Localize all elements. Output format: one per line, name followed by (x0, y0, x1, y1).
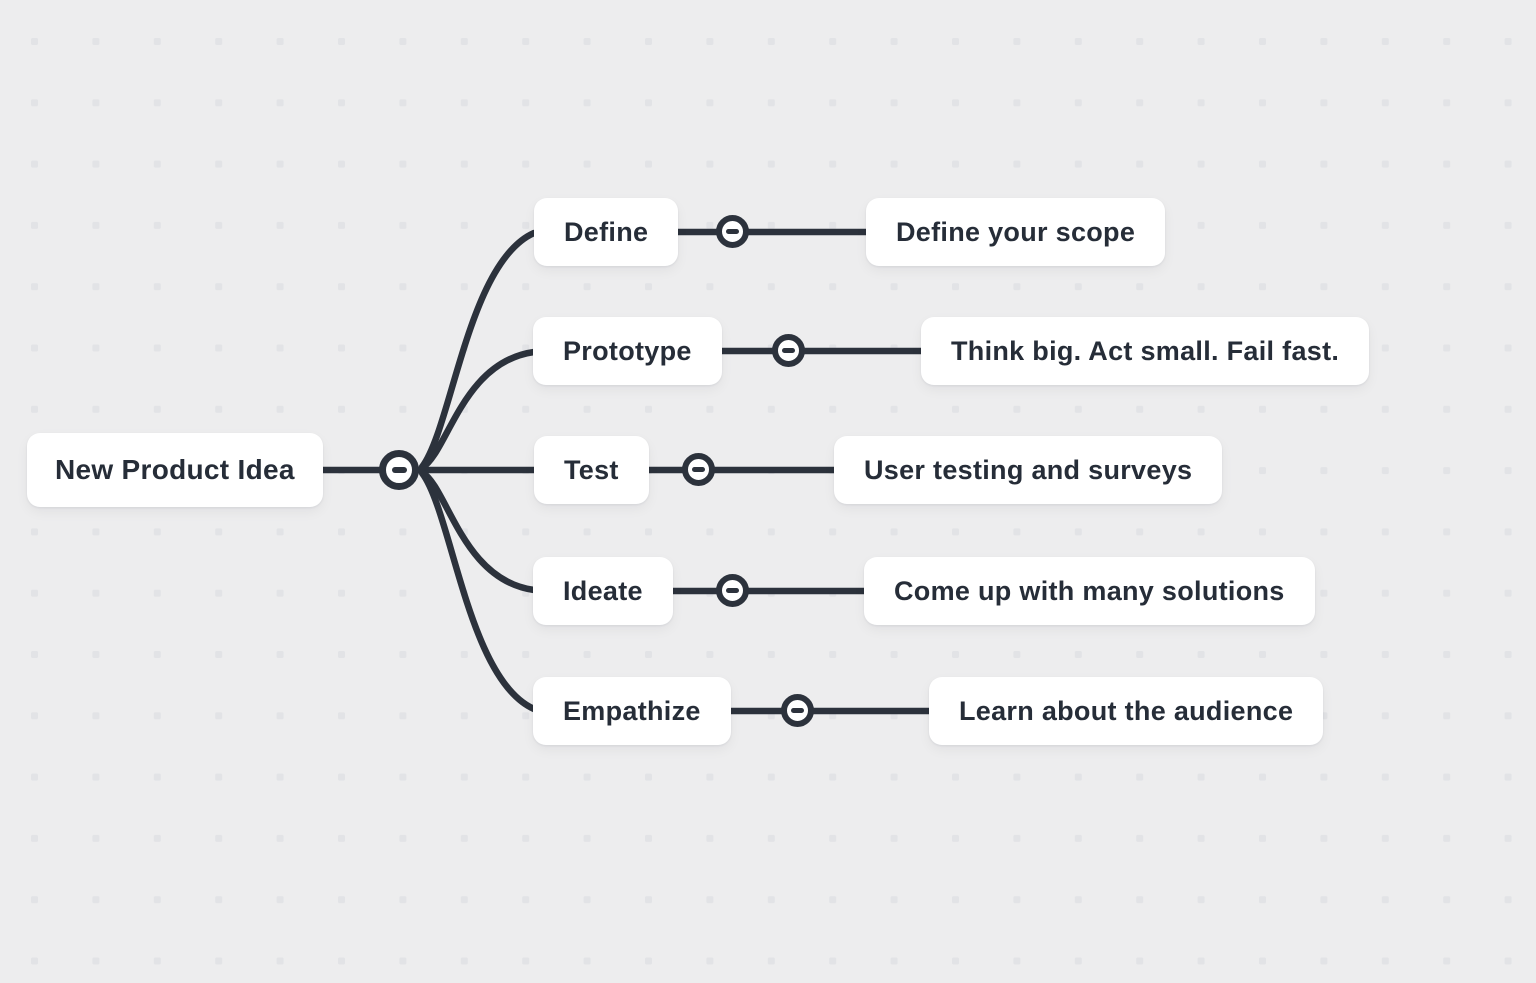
node-test[interactable]: Test (534, 436, 649, 504)
minus-icon (791, 708, 804, 713)
node-ideate[interactable]: Ideate (533, 557, 673, 625)
collapse-toggle-root[interactable] (379, 450, 419, 490)
collapse-toggle-prototype[interactable] (772, 334, 805, 367)
edge-root-to-define (418, 229, 538, 471)
node-ideate-note[interactable]: Come up with many solutions (864, 557, 1315, 625)
edge-root-to-empathize (418, 469, 538, 713)
node-prototype[interactable]: Prototype (533, 317, 722, 385)
node-root[interactable]: New Product Idea (27, 433, 323, 507)
minus-icon (692, 467, 705, 472)
node-empathize[interactable]: Empathize (533, 677, 731, 745)
minus-icon (726, 229, 739, 234)
minus-icon (726, 588, 739, 593)
collapse-toggle-define[interactable] (716, 215, 749, 248)
node-test-label: Test (564, 454, 619, 485)
node-empathize-label: Empathize (563, 695, 701, 726)
edge-root-to-prototype (418, 348, 538, 472)
node-ideate-note-label: Come up with many solutions (894, 575, 1285, 606)
collapse-toggle-empathize[interactable] (781, 694, 814, 727)
minus-icon (391, 467, 407, 473)
node-prototype-note[interactable]: Think big. Act small. Fail fast. (921, 317, 1370, 385)
minus-icon (782, 348, 795, 353)
node-root-label: New Product Idea (55, 454, 295, 485)
node-empathize-note[interactable]: Learn about the audience (929, 677, 1324, 745)
edge-root-to-ideate (418, 468, 538, 594)
node-test-note[interactable]: User testing and surveys (834, 436, 1223, 504)
node-define-label: Define (564, 216, 649, 247)
node-prototype-label: Prototype (563, 335, 692, 366)
node-define-note[interactable]: Define your scope (866, 198, 1166, 266)
node-define-note-label: Define your scope (896, 216, 1136, 247)
node-empathize-note-label: Learn about the audience (959, 695, 1294, 726)
node-define[interactable]: Define (534, 198, 679, 266)
collapse-toggle-test[interactable] (682, 453, 715, 486)
node-ideate-label: Ideate (563, 575, 643, 606)
node-prototype-note-label: Think big. Act small. Fail fast. (951, 335, 1340, 366)
node-test-note-label: User testing and surveys (864, 454, 1193, 485)
collapse-toggle-ideate[interactable] (716, 574, 749, 607)
